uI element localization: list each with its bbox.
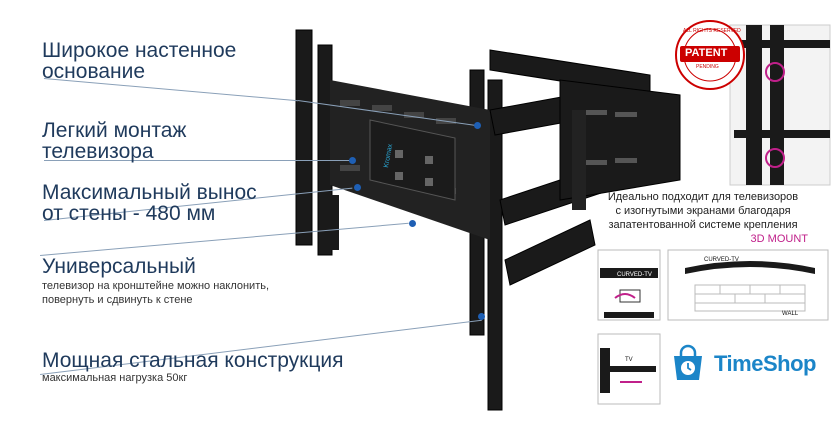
feature-subtitle: телевизор на кронштейне можно наклонить,… — [42, 280, 270, 306]
diagram-label-curved-tv: CURVED-TV — [617, 272, 652, 278]
diagram-label-tv: TV — [625, 357, 633, 363]
feature-title: Максимальный вынос — [42, 181, 257, 204]
feature-title: Мощная стальная конструкция — [42, 349, 344, 372]
diagram-label-curved-tv-2: CURVED-TV — [704, 257, 739, 263]
callout-dot-5 — [478, 313, 485, 320]
note-accent: 3D MOUNT — [750, 233, 808, 245]
feature-title: Легкий монтаж — [42, 119, 187, 142]
note-line: с изогнутыми экранами благодаря — [615, 205, 791, 217]
feature-steel-construction: Мощная стальная конструкция максимальная… — [42, 350, 344, 385]
leader-line-2 — [44, 160, 349, 161]
note-line: запатентованной системе крепления — [608, 219, 798, 231]
patent-label: PATENT — [685, 47, 728, 59]
patent-ring-label: ALL RIGHTS RESERVED — [683, 28, 741, 34]
brand-name: TimeShop — [714, 351, 816, 376]
feature-title-2: основание — [42, 60, 146, 83]
feature-easy-install: Легкий монтаж телевизора — [42, 120, 186, 162]
shopping-bag-icon — [674, 344, 702, 380]
wall-rail-right-2 — [487, 79, 503, 411]
feature-max-extension: Максимальный вынос от стены - 480 мм — [42, 182, 257, 224]
callout-dot-1 — [474, 122, 481, 129]
note-line: Идеально подходит для телевизоров — [607, 191, 799, 203]
brand-logo[interactable]: TimeShop — [668, 344, 816, 384]
curved-tv-note: Идеально подходит для телевизоров с изог… — [588, 190, 818, 246]
callout-dot-3 — [354, 184, 361, 191]
callout-dot-2 — [349, 157, 356, 164]
wall-rail-left — [295, 29, 313, 246]
feature-universal: Универсальный телевизор на кронштейне мо… — [42, 256, 272, 307]
feature-wide-base: Широкое настенное основание — [42, 40, 236, 82]
feature-title: Универсальный — [42, 255, 196, 278]
mount-logo: Kromax — [383, 143, 394, 168]
feature-title: Широкое настенное — [42, 39, 237, 62]
diagram-label-wall: WALL — [782, 311, 799, 317]
feature-subtitle: максимальная нагрузка 50кг — [42, 372, 188, 384]
callout-dot-4 — [409, 220, 416, 227]
patent-pending-label: PENDING — [696, 64, 719, 70]
feature-title-2: телевизора — [42, 140, 154, 163]
patent-seal — [675, 20, 745, 90]
feature-title-2: от стены - 480 мм — [42, 202, 216, 225]
